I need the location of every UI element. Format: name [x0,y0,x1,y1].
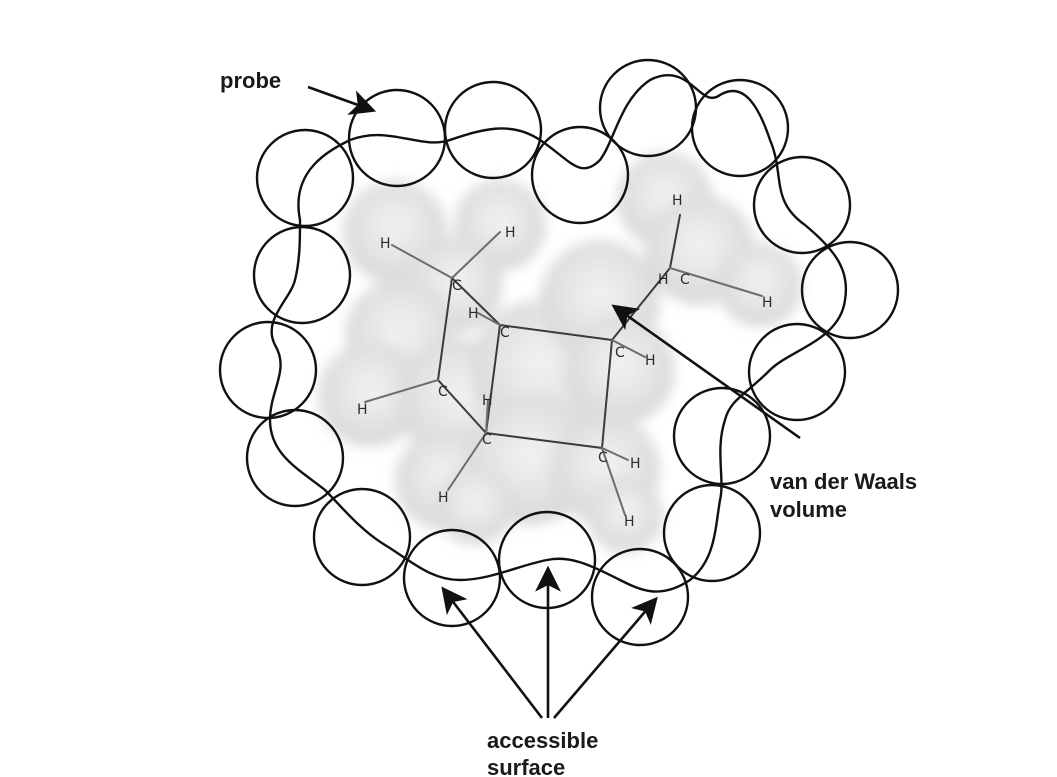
atom-hydrogen: H [762,295,773,311]
probe-sphere [662,483,762,583]
vdw-arrow [611,304,801,440]
atom-hydrogen: H [658,272,669,288]
surface-arrow-right [553,596,658,719]
probe-sphere [252,225,352,325]
atom-hydrogen: H [624,514,635,530]
atom-carbon: C [598,450,608,466]
atom-carbon: C [500,325,510,341]
probe-sphere [218,320,318,420]
atom-hydrogen: H [645,353,656,369]
atom-carbon: C [680,272,690,288]
accessible-label-line2: surface [487,755,565,777]
probe-sphere [747,322,847,422]
molecule-bonds [364,214,763,516]
surface-arrow-left [441,586,544,719]
probe-sphere [530,125,630,225]
atom-labels: H H C H C C H C H H C C H H H H H C H [357,193,773,530]
vdw-label-line2: volume [770,497,847,522]
atom-carbon: C [482,432,492,448]
atom-hydrogen: H [380,236,391,252]
diagram-labels: probe van der Waals volume accessible su… [220,68,917,777]
probe-spheres [218,58,900,647]
atom-hydrogen: H [357,402,368,418]
van-der-waals-volume [318,152,802,553]
accessible-surface-line [268,74,848,593]
atom-hydrogen: H [438,490,449,506]
probe-label: probe [220,68,281,93]
probe-sphere [800,240,900,340]
atom-carbon: C [438,384,448,400]
atom-hydrogen: H [672,193,683,209]
probe-sphere [690,78,790,178]
atom-hydrogen: H [468,306,479,322]
annotation-arrows [307,85,801,719]
probe-sphere [752,155,852,255]
atom-hydrogen: H [482,393,493,409]
atom-carbon: C [615,345,625,361]
probe-sphere [443,80,543,180]
accessible-label-line1: accessible [487,728,598,753]
atom-carbon: C [452,278,462,294]
vdw-label-line1: van der Waals [770,469,917,494]
probe-sphere [598,58,698,158]
probe-sphere [402,528,502,628]
probe-sphere [590,547,690,647]
probe-sphere [312,487,412,587]
probe-sphere [245,408,345,508]
probe-sphere [255,128,355,228]
probe-arrow [307,85,377,115]
atom-hydrogen: H [630,456,641,472]
atom-hydrogen: H [505,225,516,241]
